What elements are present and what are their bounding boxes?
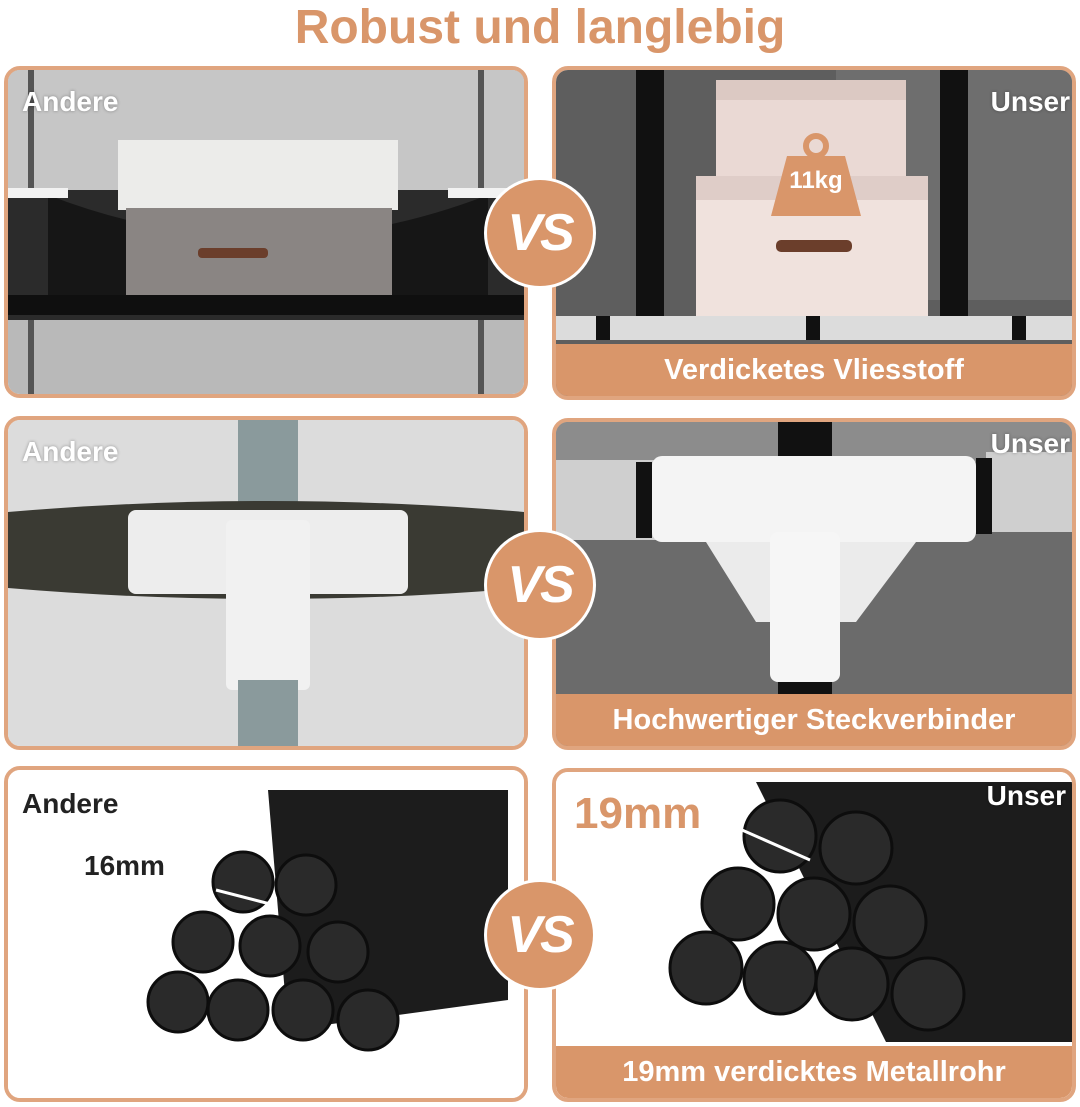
panel-other-fabric: Andere bbox=[4, 66, 528, 398]
label-ours: Unser bbox=[986, 780, 1066, 811]
measure-arrow-icon bbox=[741, 828, 811, 862]
label-other: Andere bbox=[22, 788, 119, 819]
diameter-label: 19mm bbox=[574, 789, 702, 838]
feature-banner-connector: Hochwertiger Steckverbinder bbox=[556, 694, 1072, 746]
label-other: Andere bbox=[22, 86, 119, 117]
quality-plug-connector-image bbox=[556, 422, 1072, 746]
thin-plastic-connector-image bbox=[8, 420, 524, 746]
thick-tubes-image bbox=[556, 772, 1072, 1098]
measure-arrow-icon bbox=[215, 888, 271, 906]
vs-badge: VS bbox=[487, 180, 593, 286]
vs-badge: VS bbox=[487, 532, 593, 638]
label-other: Andere bbox=[22, 436, 119, 467]
feature-banner-tube: 19mm verdicktes Metallrohr bbox=[556, 1046, 1072, 1098]
weight-icon bbox=[771, 133, 861, 216]
weight-badge: 11kg bbox=[769, 132, 863, 218]
panel-our-tube: 19mm Unser 19mm verdicktes Metallrohr bbox=[552, 768, 1076, 1102]
diameter-label: 16mm bbox=[84, 850, 165, 881]
panel-our-fabric: 11kg Unser Verdicketes Vliesstoff bbox=[552, 66, 1076, 400]
vs-badge: VS bbox=[487, 882, 593, 988]
flimsy-fabric-shelf-image bbox=[8, 70, 524, 394]
panel-other-connector: Andere bbox=[4, 416, 528, 750]
label-ours: Unser bbox=[990, 86, 1070, 117]
thick-fleece-shelf-image bbox=[556, 70, 1072, 396]
thin-tubes-image bbox=[8, 770, 524, 1098]
panel-other-tube: Andere 16mm bbox=[4, 766, 528, 1102]
weight-value: 11kg bbox=[789, 167, 843, 194]
feature-banner-fleece: Verdicketes Vliesstoff bbox=[556, 344, 1072, 396]
panel-our-connector: Unser Hochwertiger Steckverbinder bbox=[552, 418, 1076, 750]
page-title: Robust und langlebig bbox=[294, 1, 786, 54]
label-ours: Unser bbox=[990, 428, 1070, 459]
